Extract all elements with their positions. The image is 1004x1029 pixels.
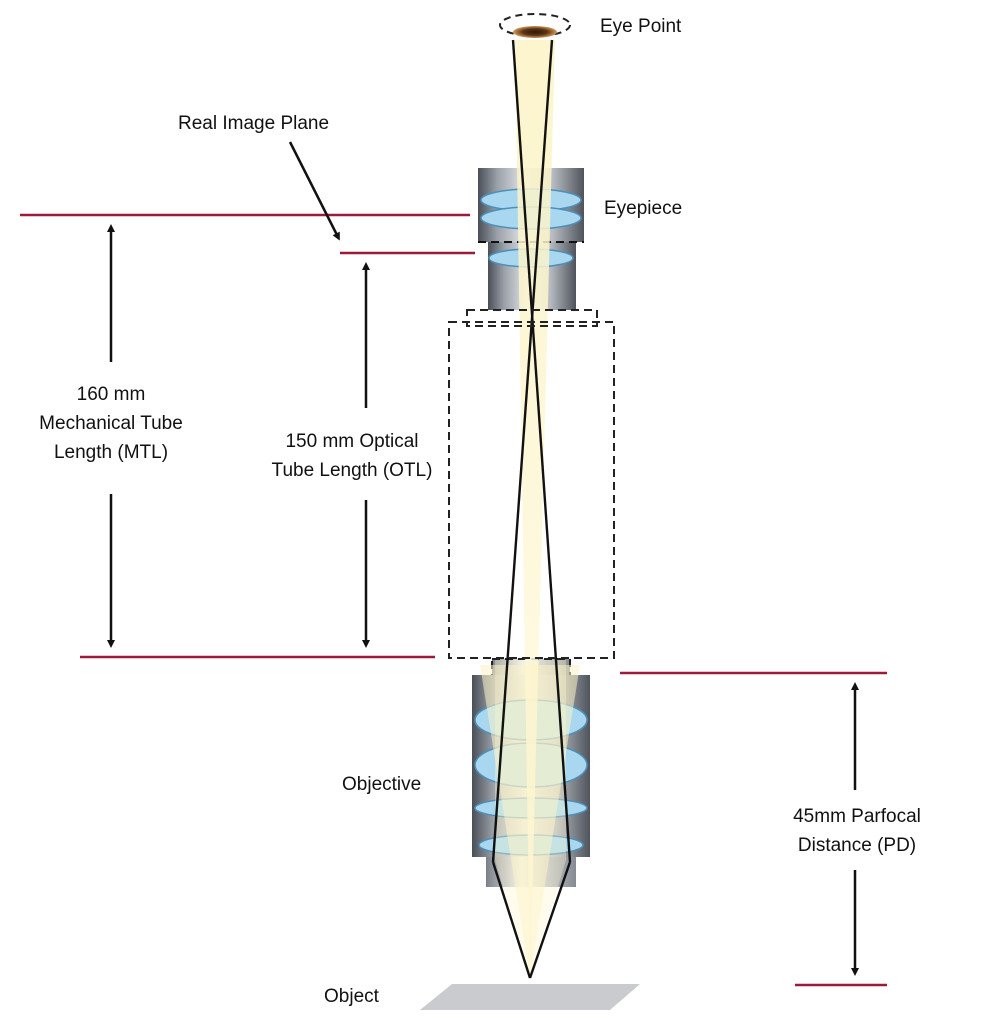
mtl-label-line3: Length (MTL)	[54, 442, 168, 463]
dimension-arrows	[106, 141, 860, 977]
light-rays	[491, 39, 572, 979]
eye-point-label: Eye Point	[600, 16, 682, 37]
object-label: Object	[324, 986, 380, 1007]
otl-label-line1: 150 mm Optical	[285, 431, 418, 452]
mtl-label-line2: Mechanical Tube	[39, 413, 183, 434]
pd-label-line1: 45mm Parfocal	[793, 806, 921, 827]
light-cone	[480, 40, 580, 978]
otl-label-line2: Tube Length (OTL)	[272, 460, 433, 481]
objective-label: Objective	[342, 774, 421, 795]
real-image-plane-label: Real Image Plane	[178, 113, 329, 134]
eye-icon	[499, 13, 571, 38]
reference-lines	[20, 213, 887, 987]
object-slide	[420, 984, 640, 1010]
tube-outline	[448, 309, 615, 659]
pd-label-line2: Distance (PD)	[798, 835, 916, 856]
mtl-label-line1: 160 mm	[77, 384, 146, 405]
eyepiece-label: Eyepiece	[604, 198, 682, 219]
real-image-plane-pointer	[288, 141, 340, 241]
